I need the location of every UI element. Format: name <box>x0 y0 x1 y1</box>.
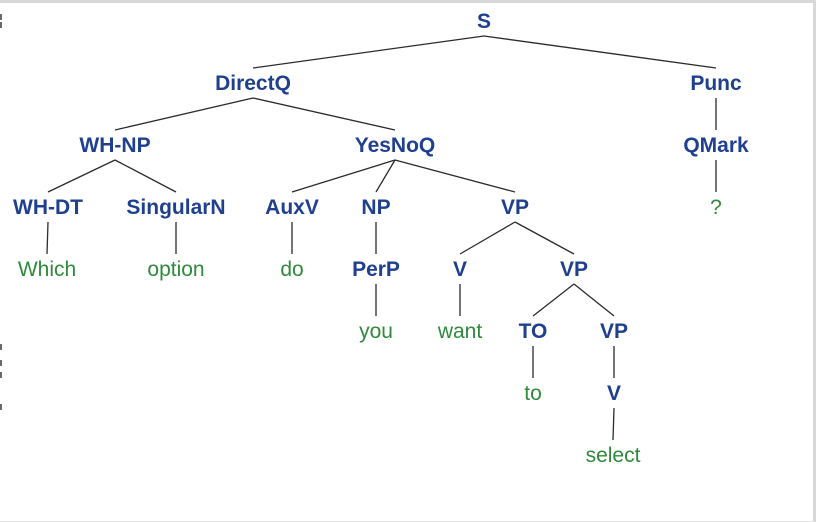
node-auxv: AuxV <box>265 196 319 219</box>
node-vp: VP <box>600 320 628 343</box>
node-perp: PerP <box>352 258 400 281</box>
node-vp: VP <box>501 196 529 219</box>
node-vp: VP <box>560 258 588 281</box>
node-qmark: QMark <box>683 134 749 157</box>
tree-edge <box>573 283 615 317</box>
node-yesnoq: YesNoQ <box>355 134 436 157</box>
word-select: select <box>586 444 641 467</box>
tree-edge <box>612 407 615 441</box>
word-do: do <box>280 258 303 281</box>
tree-edge <box>514 221 575 255</box>
node-np: NP <box>361 196 390 219</box>
tree-edge <box>394 159 516 193</box>
word-to: to <box>524 382 542 405</box>
tree-edge <box>114 97 254 131</box>
tree-edge <box>252 97 396 131</box>
word-want: want <box>437 320 483 343</box>
tree-edge <box>291 159 396 193</box>
node-v: V <box>453 258 467 281</box>
tree-edge <box>483 35 717 69</box>
node-to: TO <box>519 320 548 343</box>
tree-edge <box>459 221 516 255</box>
tree-edge <box>47 159 116 193</box>
word-you: you <box>359 320 393 343</box>
node-v: V <box>607 382 621 405</box>
node-wh-dt: WH-DT <box>13 196 83 219</box>
tree-edge <box>532 283 575 317</box>
node-wh-np: WH-NP <box>79 134 150 157</box>
tree-edge <box>375 159 396 193</box>
window-edge <box>0 0 3 522</box>
word-which: Which <box>18 258 76 281</box>
word-qmark: ? <box>710 196 722 219</box>
node-directq: DirectQ <box>215 72 291 95</box>
node-singularn: SingularN <box>126 196 225 219</box>
tree-edge <box>114 159 177 193</box>
word-option: option <box>147 258 204 281</box>
tree-edge <box>252 35 485 69</box>
tree-edge <box>46 221 49 255</box>
node-punc: Punc <box>690 72 742 95</box>
node-s: S <box>477 10 491 33</box>
